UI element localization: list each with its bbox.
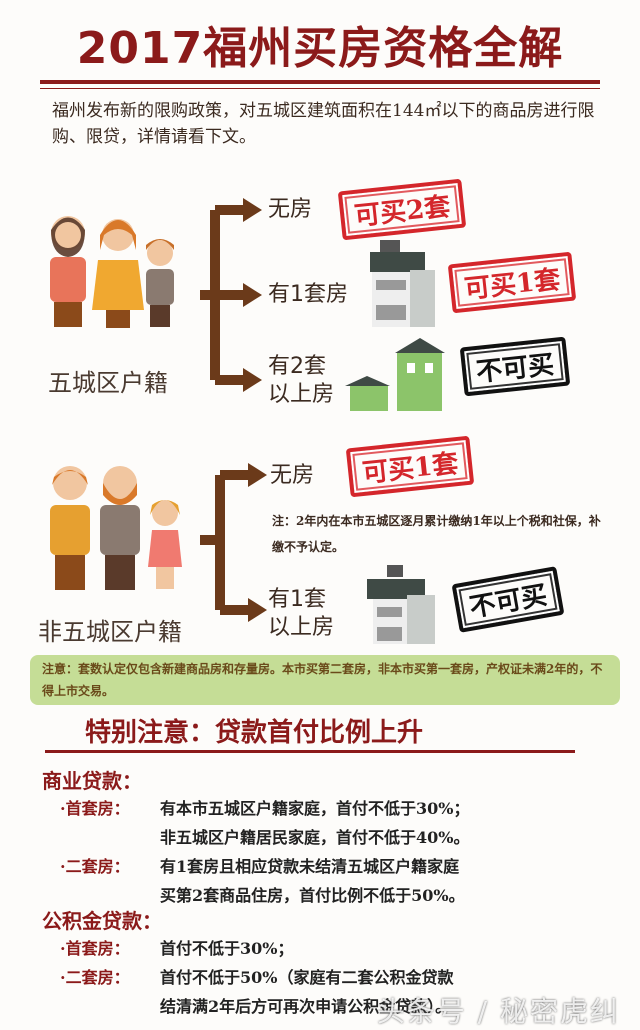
stamp: 可买2套 [337,178,467,241]
stamp: 可买1套 [447,251,577,314]
building-icon [367,565,435,644]
commercial-loan-section: 商业贷款： ·首套房： 有本市五城区户籍家庭，首付不低于30%； 非五城区户籍居民家… [42,765,622,910]
group-label: 五城区户籍 [48,369,168,397]
special-heading: 特别注意：贷款首付比例上升 [85,718,424,748]
intro-text: 福州发布新的限购政策，对五城区建筑面积在144㎡以下的商品房进行限购、限贷，详情… [52,101,595,147]
branch-label: 有1套房 [268,282,348,307]
branch-label: 有1套 [268,587,326,612]
branch-label: 无房 [268,197,313,222]
stamp: 可买1套 [345,435,475,498]
stamp: 不可买 [451,566,565,633]
stamp: 不可买 [459,336,571,397]
branch-label: 无房 [270,463,315,488]
group-label: 非五城区户籍 [38,618,182,646]
family-illustration [50,216,174,328]
item-line: 首付不低于30%； [160,939,294,958]
fund-loan-section: 公积金贷款： ·首套房： 首付不低于30%； ·二套房： 首付不低于50%（家庭有二… [42,905,622,1021]
item-line: 有1套房且相应贷款未结清五城区户籍家庭 [160,857,460,876]
page-title: 2017福州买房资格全解 [76,23,564,74]
watermark: 头条号 / 秘密虎纠 [376,995,620,1028]
section-note: 注：2年内在本市五城区逐月累计缴纳1年以上个税和社保，补缴不予认定。 [272,514,601,554]
branch-label: 以上房 [268,382,335,407]
branch-label: 有2套 [268,354,326,379]
item-line: 首付不低于50%（家庭有二套公积金贷款 [160,968,454,987]
loan-heading: 公积金贷款： [42,909,162,933]
loan-heading: 商业贷款： [42,769,142,793]
house-icon [345,338,445,411]
item-key: ·二套房： [60,857,130,876]
item-key: ·首套房： [60,939,130,958]
branch-arrows [200,198,262,392]
special-divider [45,750,575,753]
building-icon [370,240,435,327]
item-line: 有本市五城区户籍家庭，首付不低于30%； [160,799,470,818]
green-note-box: 注意：套数认定仅包含新建商品房和存量房。本市买第二套房，非本市买第一套房，产权证… [30,655,620,705]
branch-label: 以上房 [268,615,335,640]
branch-arrows [200,463,267,622]
item-key: ·首套房： [60,799,130,818]
item-key: ·二套房： [60,968,130,987]
item-line: 结清满2年后方可再次申请公积金贷款）。 [160,997,452,1016]
title-divider-thin [40,88,600,89]
title-divider [40,80,600,84]
family-illustration [50,466,182,590]
item-line: 买第2套商品住房，首付比例不低于50%。 [160,886,465,905]
item-line: 非五城区户籍居民家庭，首付不低于40%。 [160,828,470,847]
